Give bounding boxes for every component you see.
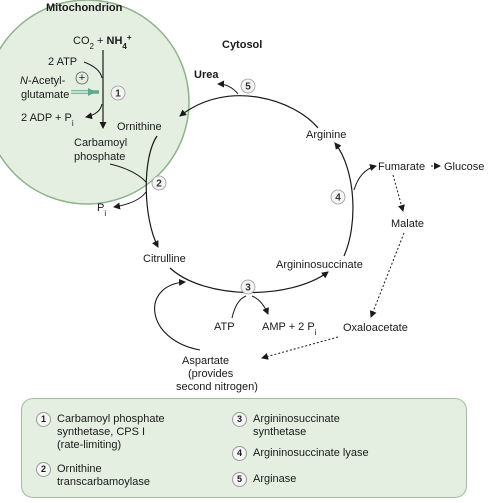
fumarate-label: Fumarate <box>378 161 425 173</box>
co2-nh4-label: CO2 + NH4+ <box>73 33 132 51</box>
step-2-number: 2 <box>156 179 162 190</box>
legend-number-2: 2 <box>36 462 51 477</box>
arginine-to-ornithine-arc <box>179 95 319 129</box>
aspartate-label: Aspartate <box>182 355 229 367</box>
malate-label: Malate <box>391 218 424 230</box>
legend-item-1: 1 Carbamoyl phosphate synthetase, CPS I … <box>36 412 165 452</box>
carbamoyl-in-curve <box>109 163 147 183</box>
atp-in-curve <box>83 61 103 79</box>
step-3-badge <box>240 279 256 295</box>
step-1-number: 1 <box>115 89 121 100</box>
provides-label: (provides <box>188 368 234 380</box>
carbamoyl-label: Carbamoyl <box>74 137 127 149</box>
glutamate-label: glutamate <box>21 89 69 101</box>
step-1-badge <box>110 85 126 101</box>
step-4-badge <box>330 189 346 205</box>
enzyme-legend: 1 Carbamoyl phosphate synthetase, CPS I … <box>21 398 467 498</box>
legend-item-3: 3 Argininosuccinate synthetase <box>232 412 340 439</box>
legend-item-2: 2 Ornithine transcarbamoylase <box>36 462 150 489</box>
pi-out-curve <box>113 191 147 210</box>
mitochondrion-label: Mitochondrion <box>46 2 123 14</box>
legend-text-4: Argininosuccinate lyase <box>253 447 369 459</box>
adp-out-curve <box>85 103 103 120</box>
oxaloacetate-label: Oxaloacetate <box>343 322 408 334</box>
fumarate-to-malate-arrow <box>392 174 405 212</box>
legend-item-5: 5 Arginase <box>232 472 297 487</box>
urea-out-curve <box>217 80 239 95</box>
malate-to-oxaloacetate-arrow <box>369 232 405 318</box>
arginine-label: Arginine <box>306 129 346 141</box>
argininosuccinate-to-arginine-arc <box>334 142 354 257</box>
amp-pi-label: AMP + 2 Pi <box>262 321 317 337</box>
step-5-number: 5 <box>245 82 251 93</box>
oxaloacetate-to-aspartate-arrow <box>261 336 339 360</box>
atp-label: ATP <box>214 321 235 333</box>
ornithine-label: Ornithine <box>117 121 162 133</box>
activator-plus: + <box>79 72 85 84</box>
aspartate-in-curve <box>154 278 201 351</box>
legend-number-1: 1 <box>36 412 51 427</box>
phosphate-label: phosphate <box>74 151 125 163</box>
atp2-label: 2 ATP <box>48 56 77 68</box>
urea-cycle-diagram: Mitochondrion Cytosol CO2 + NH4+ 2 ATP N… <box>0 0 484 393</box>
pi-label: Pi <box>97 202 106 218</box>
legend-text-5: Arginase <box>253 473 297 485</box>
cytosol-label: Cytosol <box>222 39 262 51</box>
argininosuccinate-label: Argininosuccinate <box>276 259 363 271</box>
adp-pi-label: 2 ADP + Pi <box>21 112 74 128</box>
legend-text-1: Carbamoyl phosphate synthetase, CPS I (r… <box>57 413 165 451</box>
legend-text-2: Ornithine transcarbamoylase <box>57 463 150 488</box>
legend-number-5: 5 <box>232 472 247 487</box>
step-4-number: 4 <box>335 193 341 204</box>
step-3-number: 3 <box>245 283 251 294</box>
atp-in-curve-3 <box>231 295 247 319</box>
step-2-badge <box>151 175 167 191</box>
nacetyl-label: N-Acetyl- <box>20 75 66 87</box>
legend-number-3: 3 <box>232 412 247 427</box>
ornithine-to-citrulline-arc <box>145 135 159 248</box>
legend-text-3: Argininosuccinate synthetase <box>253 413 340 438</box>
amp-out-curve <box>251 295 269 315</box>
second-nitrogen-label: second nitrogen) <box>176 381 258 393</box>
glucose-label: Glucose <box>444 161 484 173</box>
citrulline-label: Citrulline <box>143 253 186 265</box>
activator-plus-circle <box>75 71 89 85</box>
mitochondrion-compartment <box>0 0 190 205</box>
legend-item-4: 4 Argininosuccinate lyase <box>232 446 369 461</box>
step-5-badge <box>240 78 256 94</box>
fumarate-out-curve <box>353 164 377 191</box>
legend-number-4: 4 <box>232 446 247 461</box>
urea-label: Urea <box>194 69 219 81</box>
